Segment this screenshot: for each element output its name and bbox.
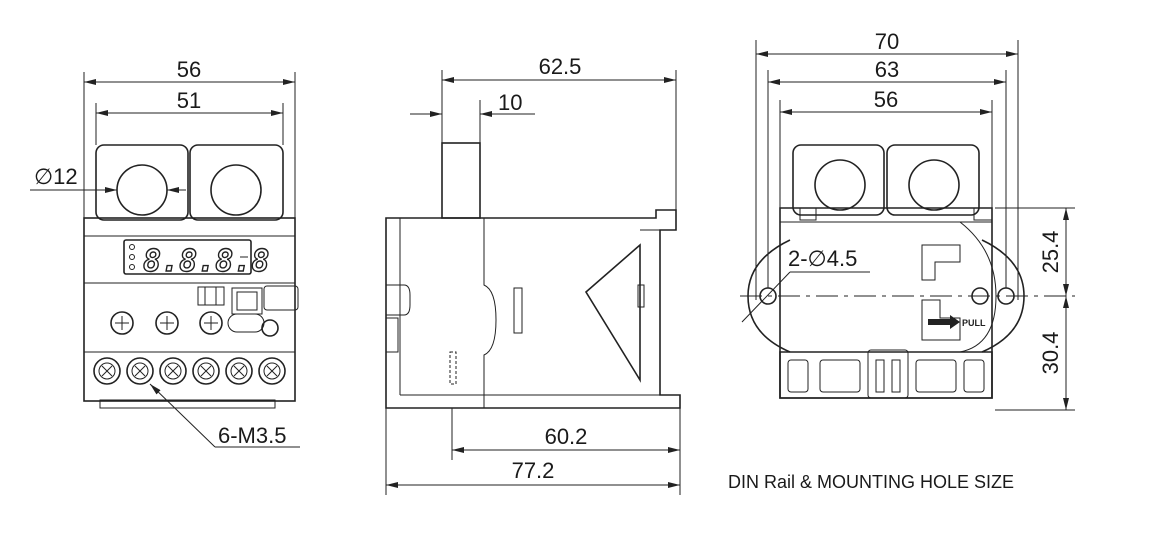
dim-side-depth-total: 77.2 [512, 458, 555, 483]
display-digits: 8.8.8.8 [143, 244, 269, 279]
dim-mount-width-63: 63 [875, 57, 899, 82]
dim-mount-width-56: 56 [874, 87, 898, 112]
terminal-row [93, 357, 286, 385]
mount-ct-lobe-right [886, 144, 980, 216]
dim-height-lower: 30.4 [1038, 332, 1063, 375]
side-view: 62.5 10 60.2 77.2 [385, 54, 681, 495]
dim-terminal-screws: 6-M3.5 [218, 423, 286, 448]
adjust-screw-1 [110, 311, 134, 335]
caption: DIN Rail & MOUNTING HOLE SIZE [728, 472, 1014, 492]
dim-mount-width-70: 70 [875, 29, 899, 54]
adjust-screw-2 [155, 311, 179, 335]
front-view: 8.8.8.8 [30, 57, 300, 448]
mount-body [779, 207, 993, 399]
ct-lobe-right [189, 144, 284, 221]
side-body [385, 209, 681, 409]
mounting-view: PULL 70 63 56 2-∅4.5 25.4 30.4 [740, 29, 1075, 411]
dim-front-width-outer: 56 [177, 57, 201, 82]
ct-tab [441, 142, 481, 219]
display-window [123, 239, 252, 275]
ct-hole-right [210, 164, 262, 216]
ct-lobe-left [95, 144, 189, 221]
dim-tab-width: 10 [498, 90, 522, 115]
pull-label: PULL [962, 318, 986, 328]
adjust-screw-3 [199, 311, 223, 335]
dim-side-depth-top: 62.5 [539, 54, 582, 79]
mount-ct-lobe-left [792, 144, 885, 216]
ct-hole-left [116, 164, 168, 216]
dim-front-width-inner: 51 [177, 88, 201, 113]
dim-side-depth-body: 60.2 [545, 424, 588, 449]
dim-hole-spec: 2-∅4.5 [788, 246, 857, 271]
dim-hole-diameter: ∅12 [34, 164, 78, 189]
dim-height-upper: 25.4 [1038, 231, 1063, 274]
